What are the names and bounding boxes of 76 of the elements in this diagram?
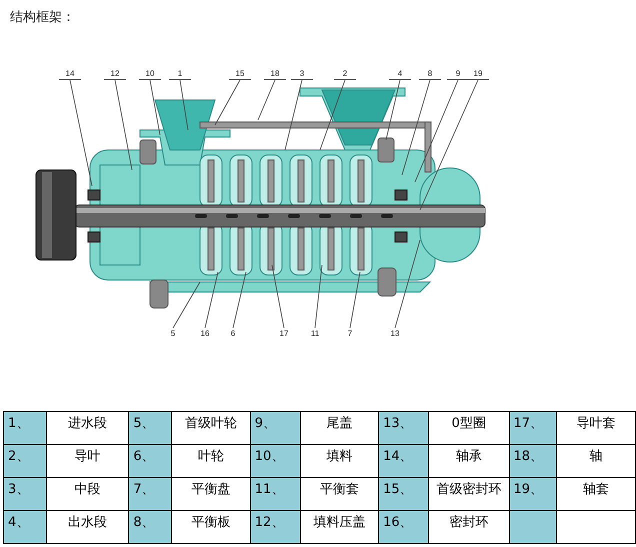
part-name-cell: 轴承 [428,444,510,478]
number-cell: 16、 [378,510,429,544]
number-cell: 15、 [378,478,429,510]
part-name-cell: 出水段 [46,510,129,544]
leader-line [70,80,92,186]
callout-number: 10 [139,68,161,80]
callout-number: 16 [194,328,216,339]
part-name-cell: 首级密封环 [428,478,510,510]
leader-line [150,80,160,136]
number-cell: 3、 [4,478,46,510]
leader-line [114,80,132,170]
leader-line [284,80,302,150]
part-name-cell: 密封环 [428,510,510,544]
callout-number: 2 [334,68,356,80]
part-name-cell: 中段 [46,478,129,510]
callout-number: 5 [162,328,184,339]
callout-number: 11 [304,328,326,339]
callout-number: 18 [264,68,286,80]
number-cell: 10、 [250,444,300,478]
part-name-cell: 填料 [300,444,379,478]
leader-line [320,80,346,150]
number-cell: 8、 [128,510,172,544]
callout-number: 13 [384,328,406,339]
number-cell: 14、 [378,444,429,478]
part-name-cell: 导叶 [46,444,129,478]
number-cell: 5、 [128,412,172,444]
part-name-cell: 进水段 [46,412,129,444]
number-cell: 19、 [509,478,557,510]
callout-number: 19 [467,68,489,80]
part-name-cell: 轴 [556,444,636,478]
number-cell: 18、 [509,444,557,478]
callout-number: 15 [229,68,251,80]
leader-line [172,282,200,328]
number-cell: 17、 [509,412,557,444]
part-name-cell: 首级叶轮 [172,412,250,444]
callout-number: 7 [339,328,361,339]
part-name-cell: 叶轮 [172,444,250,478]
leader-line [420,80,478,210]
part-name-cell: 轴套 [556,478,636,510]
callout-number: 9 [447,68,469,80]
leader-line [180,80,188,130]
leader-line [394,240,420,328]
callout-number: 8 [419,68,441,80]
leader-line [314,264,322,328]
callout-number: 14 [59,68,81,80]
number-cell: 13、 [378,412,429,444]
number-cell: 9、 [250,412,300,444]
title: 结构框架： [10,9,75,26]
callout-number: 12 [104,68,126,80]
leader-line [214,80,240,126]
part-name-cell: 填料压盖 [300,510,379,544]
part-name-cell: 导叶套 [556,412,636,444]
leader-line [258,80,276,120]
callout-number: 17 [273,328,295,339]
part-name-cell: 平衡板 [172,510,250,544]
part-name-cell: 尾盖 [300,412,379,444]
number-cell: 11、 [250,478,300,510]
callout-number: 6 [222,328,244,339]
leader-line [350,272,360,328]
callout-number: 3 [291,68,313,80]
number-cell: 6、 [128,444,172,478]
part-name-cell: 平衡套 [300,478,379,510]
number-cell: 7、 [128,478,172,510]
number-cell: 2、 [4,444,46,478]
leader-line [402,80,430,176]
part-name-cell: 0型圈 [428,412,510,444]
callout-number: 1 [169,68,191,80]
callout-number: 4 [389,68,411,80]
leader-line [414,80,458,182]
number-cell: 12、 [250,510,300,544]
leader-line [204,272,218,328]
leader-line [272,264,284,328]
leader-line [232,272,246,328]
number-cell: 1、 [4,412,46,444]
number-cell: 4、 [4,510,46,544]
part-name-cell: 平衡盘 [172,478,250,510]
